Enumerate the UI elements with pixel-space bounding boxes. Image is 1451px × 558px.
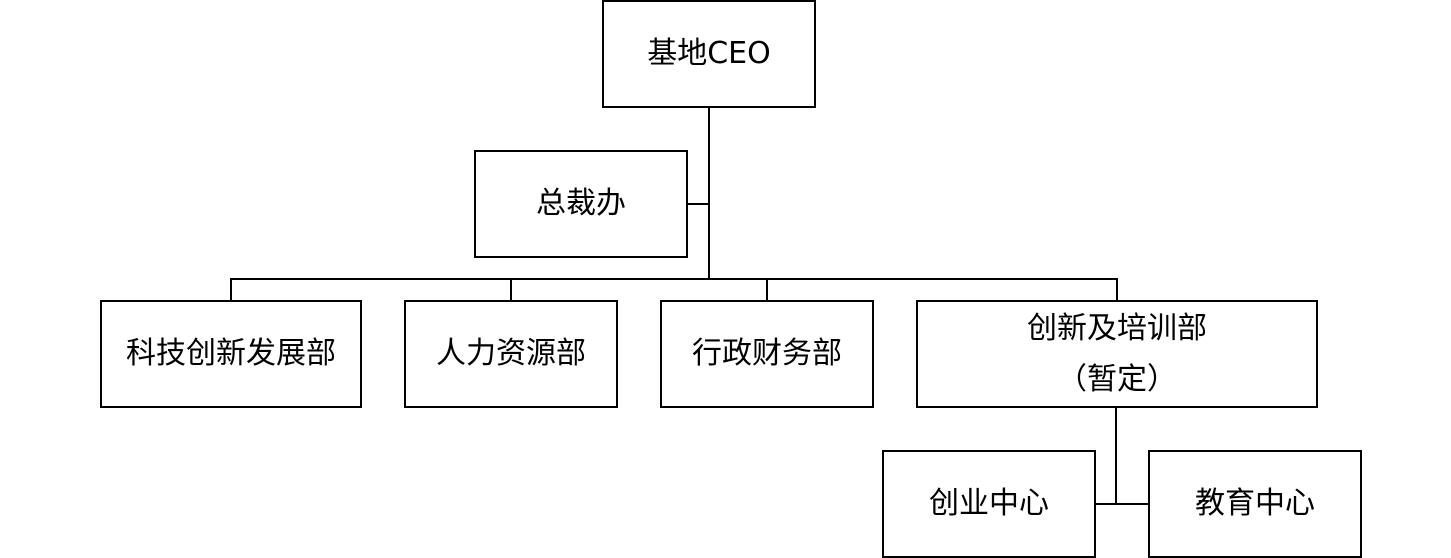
node-education-center-label: 教育中心 (1195, 486, 1315, 521)
node-tech-department: 科技创新发展部 (100, 300, 362, 408)
node-president-office-label: 总裁办 (536, 186, 626, 221)
connector-ceo-trunk (708, 108, 710, 279)
connector-innovation-trunk (1115, 408, 1117, 505)
node-hr-department: 人力资源部 (404, 300, 618, 408)
connector-departments-bus (230, 278, 1118, 280)
connector-centers-bus (1096, 503, 1148, 505)
connector-innovation-drop (1116, 278, 1118, 300)
node-hr-department-label: 人力资源部 (436, 336, 586, 371)
connector-president-office (688, 203, 709, 205)
node-innovation-training-department: 创新及培训部 （暂定） (916, 300, 1318, 408)
node-admin-finance-department: 行政财务部 (660, 300, 874, 408)
node-education-center: 教育中心 (1148, 450, 1362, 558)
node-tech-department-label: 科技创新发展部 (126, 336, 336, 371)
connector-tech-drop (230, 278, 232, 300)
node-president-office: 总裁办 (474, 150, 688, 258)
node-innovation-training-note: （暂定） (1057, 362, 1177, 397)
node-ceo: 基地CEO (602, 0, 816, 108)
node-admin-finance-department-label: 行政财务部 (692, 336, 842, 371)
connector-admin-drop (766, 278, 768, 300)
node-innovation-training-label: 创新及培训部 (1027, 311, 1207, 346)
node-entrepreneurship-center-label: 创业中心 (929, 486, 1049, 521)
node-ceo-label: 基地CEO (647, 36, 771, 71)
connector-hr-drop (510, 278, 512, 300)
node-entrepreneurship-center: 创业中心 (882, 450, 1096, 558)
